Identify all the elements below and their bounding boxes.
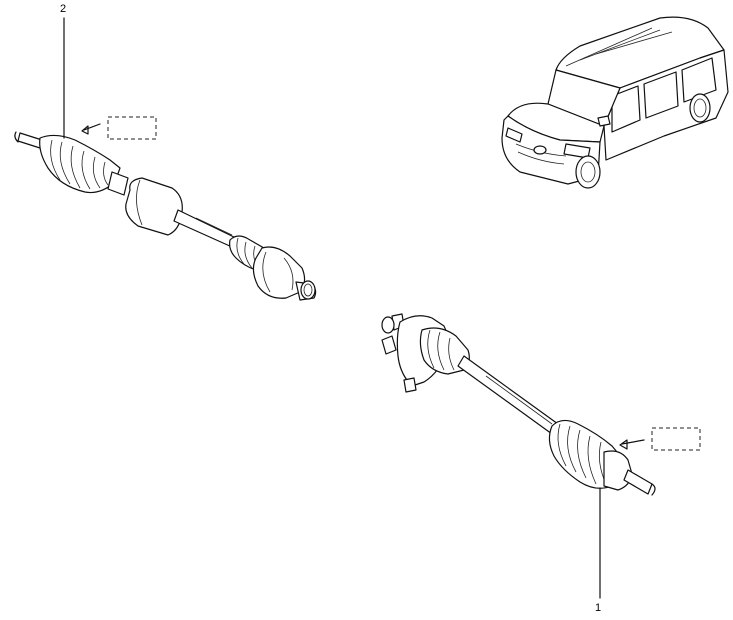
callout-number-1: 1 [595, 602, 602, 614]
left-driveshaft [14, 116, 317, 301]
vehicle-illustration-icon [501, 16, 729, 189]
right-driveshaft [381, 313, 701, 496]
callout-number-2: 2 [60, 3, 67, 15]
